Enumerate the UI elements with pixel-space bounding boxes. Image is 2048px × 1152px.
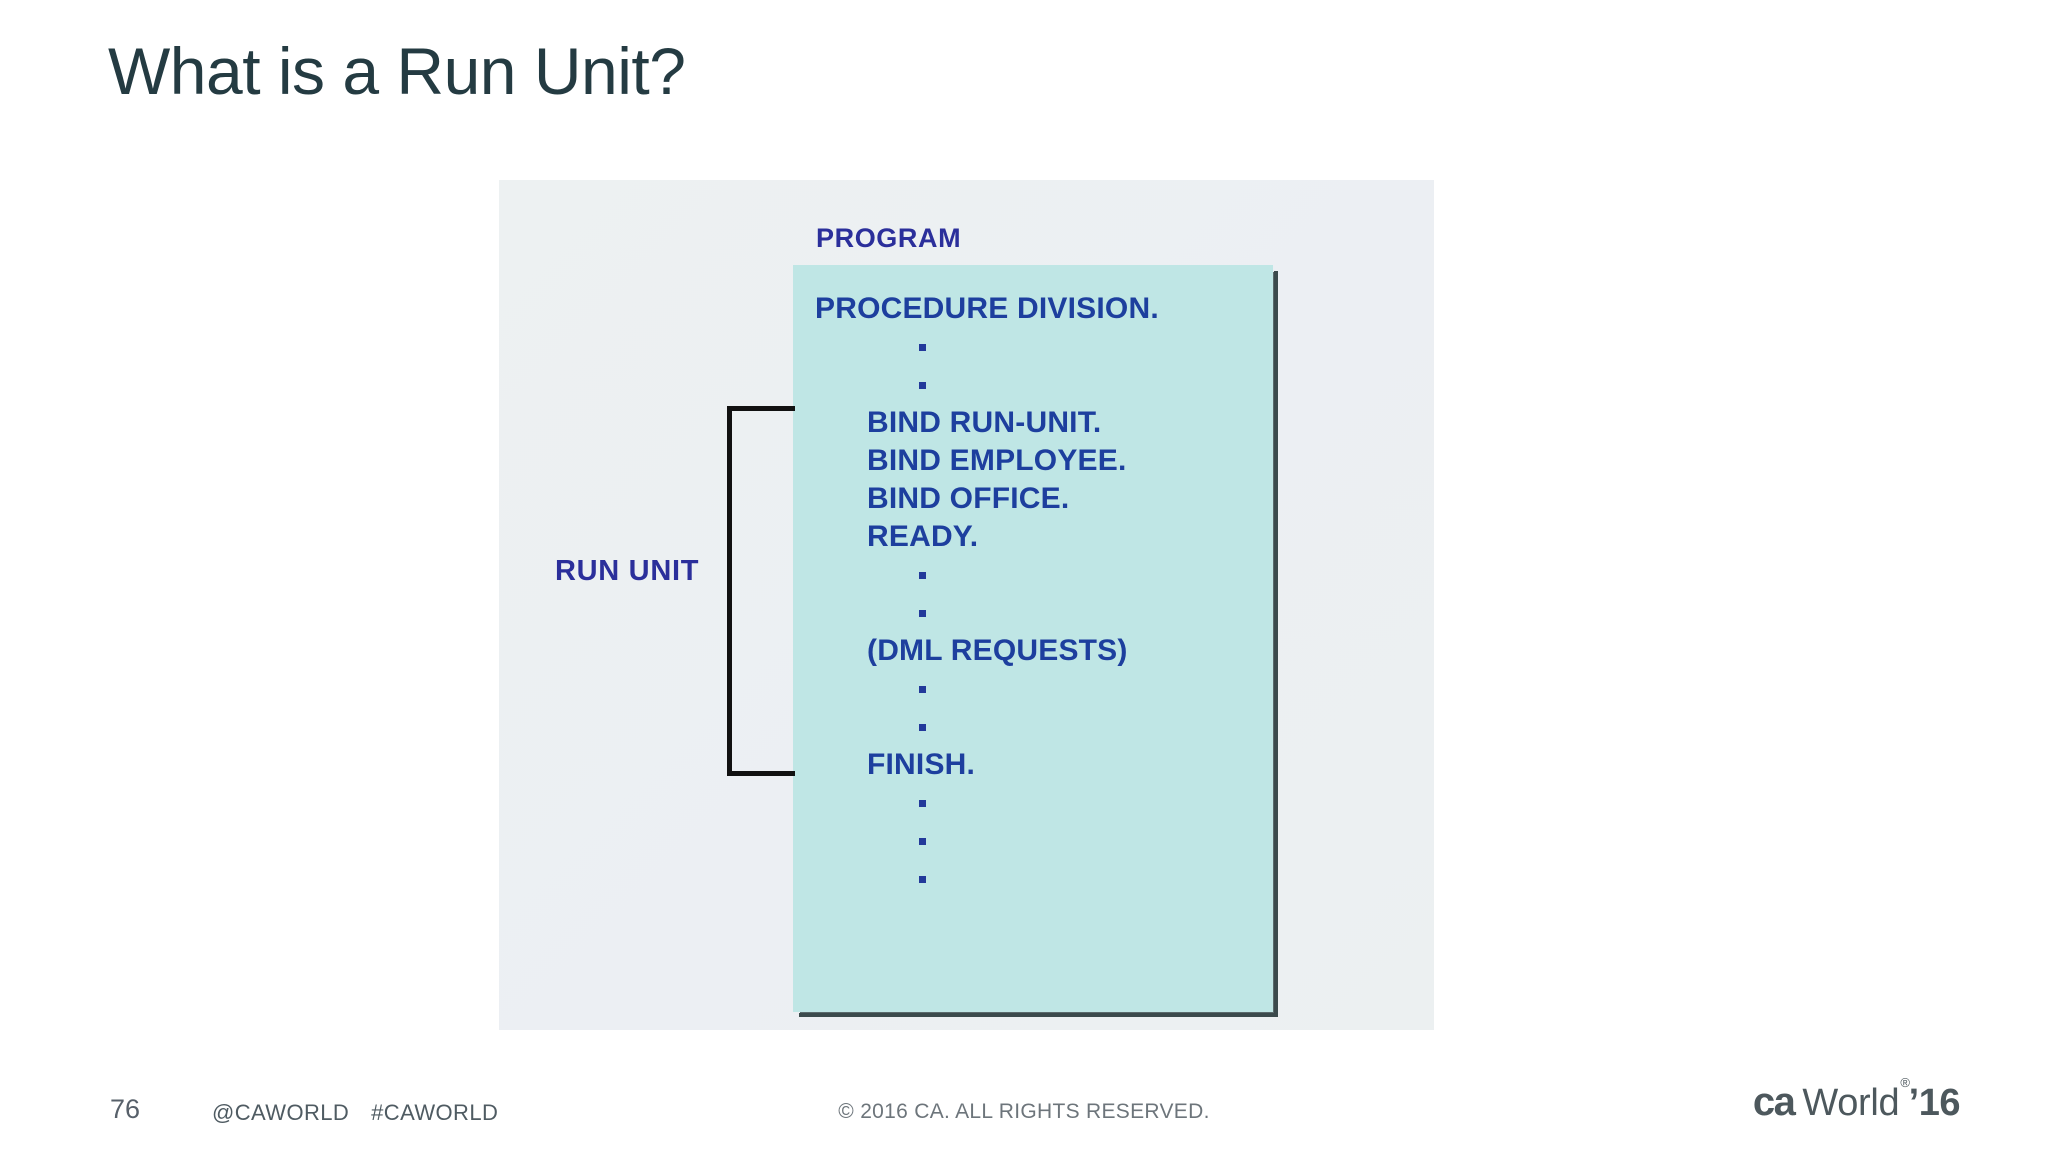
run-unit-label: RUN UNIT — [555, 555, 700, 587]
code-line: BIND EMPLOYEE. — [867, 444, 1127, 477]
code-ellipsis-dot — [815, 670, 1285, 708]
code-line: (DML REQUESTS) — [867, 634, 1128, 667]
code-ellipsis-dot — [815, 328, 1285, 366]
social-handles: @CAWORLD #CAWORLD — [212, 1100, 498, 1126]
code-ellipsis-dot — [815, 708, 1285, 746]
hashtag: #CAWORLD — [371, 1100, 499, 1125]
code-line: READY. — [867, 520, 979, 553]
program-body-box — [793, 265, 1278, 1017]
code-ellipsis-dot — [815, 556, 1285, 594]
cobol-code-listing: PROCEDURE DIVISION. BIND RUN-UNIT. BIND EM… — [815, 290, 1285, 898]
year-text: ’16 — [1908, 1082, 1961, 1124]
page-number: 76 — [110, 1094, 141, 1124]
world-text: World — [1802, 1082, 1900, 1124]
code-ellipsis-dot — [815, 784, 1285, 822]
ca-world-logo: ca World®’16 — [1752, 1075, 1961, 1132]
code-line: FINISH. — [867, 748, 976, 781]
code-ellipsis-dot — [815, 366, 1285, 404]
code-line: PROCEDURE DIVISION. — [815, 292, 1159, 325]
twitter-handle: @CAWORLD — [212, 1100, 350, 1125]
code-line: BIND OFFICE. — [867, 482, 1070, 515]
code-line: BIND RUN-UNIT. — [867, 406, 1102, 439]
ca-wordmark: ca — [1752, 1080, 1796, 1124]
program-caption-label: PROGRAM — [816, 223, 962, 253]
page-title: What is a Run Unit? — [108, 34, 686, 108]
code-ellipsis-dot — [815, 594, 1285, 632]
slide-footer: 76 @CAWORLD #CAWORLD © 2016 CA. ALL RIGHT… — [0, 1080, 2048, 1152]
code-ellipsis-dot — [815, 860, 1285, 898]
run-unit-bracket — [727, 406, 795, 776]
world-wordmark: World®’16 — [1802, 1075, 1961, 1125]
code-ellipsis-dot — [815, 822, 1285, 860]
registered-mark-icon: ® — [1900, 1075, 1910, 1091]
copyright-notice: © 2016 CA. ALL RIGHTS RESERVED. — [838, 1100, 1210, 1123]
